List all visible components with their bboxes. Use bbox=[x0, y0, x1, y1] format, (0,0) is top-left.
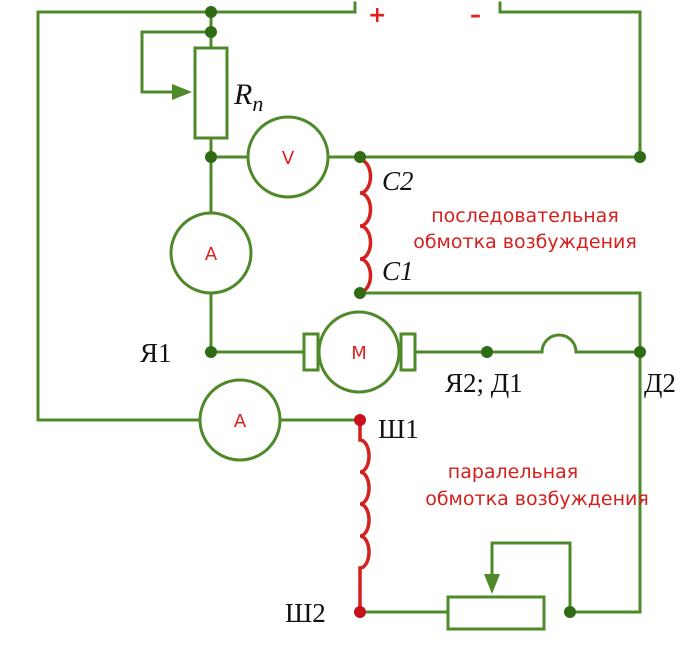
parallel-winding-note-line1: паралельная bbox=[448, 461, 578, 483]
node-ya2 bbox=[481, 346, 493, 358]
ammeter-top-circle bbox=[169, 211, 253, 295]
voltmeter-label: V bbox=[282, 148, 295, 169]
motor-circle bbox=[317, 310, 401, 394]
wire-rheostat-bypass bbox=[140, 30, 213, 94]
terminal-c1-label: С1 bbox=[382, 256, 414, 286]
ammeter-bottom: А bbox=[198, 378, 282, 462]
rheostat-bottom-resistor bbox=[446, 595, 546, 631]
rheostat-top-arrow bbox=[172, 84, 192, 100]
wire-left-outer bbox=[36, 10, 202, 422]
rheostat-top-resistor bbox=[193, 46, 229, 140]
rheostat-arrows bbox=[172, 84, 500, 594]
rheostat-bottom-arrow bbox=[484, 574, 500, 594]
terminal-ya2-d1-label: Я2; Д1 bbox=[445, 368, 523, 398]
rheostat-subscript: п bbox=[252, 91, 263, 116]
node-sh2 bbox=[354, 606, 366, 618]
wire-small-coil bbox=[540, 333, 578, 354]
node-d2 bbox=[634, 346, 646, 358]
wire-top-bus bbox=[36, 1, 357, 14]
voltmeter-circle bbox=[246, 115, 330, 199]
node-top-bus bbox=[205, 6, 217, 18]
terminal-sh2-label: Ш2 bbox=[285, 598, 326, 628]
wire-bottom-rheostat-bypass bbox=[490, 541, 572, 614]
terminal-ya1-label: Я1 bbox=[140, 338, 172, 368]
motor: М bbox=[302, 310, 417, 394]
ammeter-top: А bbox=[169, 211, 253, 295]
wire-c1-right bbox=[358, 291, 642, 614]
rheostat-label: Rп bbox=[233, 78, 263, 116]
series-winding-note-line2: обмотка возбуждения bbox=[413, 231, 637, 253]
node-ya1 bbox=[205, 346, 217, 358]
node-right-top bbox=[634, 151, 646, 163]
motor-label: М bbox=[351, 343, 367, 364]
ammeter-bottom-circle bbox=[198, 378, 282, 462]
terminal-sh1-label: Ш1 bbox=[378, 414, 419, 444]
voltmeter: V bbox=[246, 115, 330, 199]
parallel-winding-note-line2: обмотка возбуждения bbox=[425, 488, 649, 510]
terminal-d2-label: Д2 bbox=[644, 368, 676, 398]
ammeter-top-label: А bbox=[205, 244, 218, 265]
wire-top-right bbox=[498, 1, 642, 159]
supply-minus-label: – bbox=[470, 3, 481, 28]
node-c2 bbox=[354, 151, 366, 163]
node-rheostat-bottom bbox=[205, 151, 217, 163]
motor-brush-right bbox=[399, 332, 417, 372]
wires bbox=[36, 1, 642, 614]
node-rheostat-top bbox=[205, 26, 217, 38]
node-c1 bbox=[354, 287, 366, 299]
series-winding-note-line1: последовательная bbox=[431, 205, 619, 227]
node-bottom-rheostat bbox=[564, 606, 576, 618]
terminal-c2-label: С2 bbox=[382, 166, 414, 196]
nodes bbox=[205, 6, 646, 618]
motor-brush-left bbox=[302, 332, 320, 372]
series-winding-coil bbox=[358, 158, 373, 294]
node-sh1 bbox=[354, 414, 366, 426]
ammeter-bottom-label: А bbox=[234, 411, 247, 432]
supply-plus-label: + bbox=[368, 3, 386, 28]
parallel-winding-coil bbox=[358, 418, 371, 612]
rheostat-symbol: R bbox=[233, 78, 252, 111]
